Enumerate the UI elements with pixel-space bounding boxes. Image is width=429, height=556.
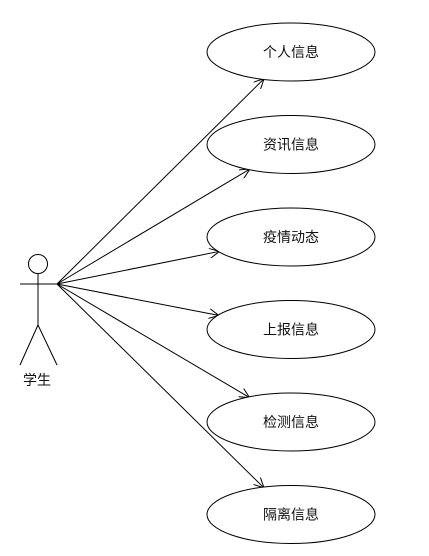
- use-case: 隔离信息: [206, 485, 376, 544]
- use-case-ellipse: [206, 485, 376, 544]
- use-case-label: 疫情动态: [263, 230, 319, 246]
- use-case-label: 资讯信息: [263, 137, 319, 154]
- use-case-ellipse: [206, 300, 376, 359]
- use-case: 检测信息: [206, 392, 376, 452]
- association-line: [56, 170, 249, 285]
- use-case-label: 个人信息: [263, 44, 319, 61]
- use-case-label: 上报信息: [263, 322, 319, 339]
- actor-right-leg: [37, 324, 58, 366]
- use-case: 上报信息: [206, 300, 376, 359]
- association-line: [56, 283, 218, 315]
- use-case: 疫情动态: [206, 207, 376, 267]
- actor: 学生: [19, 254, 58, 389]
- use-case-label: 检测信息: [263, 414, 319, 431]
- use-case-ellipse: [206, 392, 376, 452]
- use-case-label: 隔离信息: [263, 507, 319, 524]
- use-case: 资讯信息: [206, 115, 376, 174]
- associations: [56, 79, 263, 487]
- association-line: [56, 283, 249, 397]
- use-case-ellipse: [206, 115, 376, 174]
- use-case-ellipse: [206, 207, 376, 267]
- actor-left-leg: [19, 324, 39, 366]
- association-line: [56, 283, 263, 487]
- actor-head: [28, 254, 48, 274]
- association-line: [56, 252, 218, 285]
- use-case-ellipse: [206, 22, 376, 82]
- association-line: [56, 79, 263, 285]
- use-case: 个人信息: [206, 22, 376, 82]
- actor-label: 学生: [23, 373, 51, 389]
